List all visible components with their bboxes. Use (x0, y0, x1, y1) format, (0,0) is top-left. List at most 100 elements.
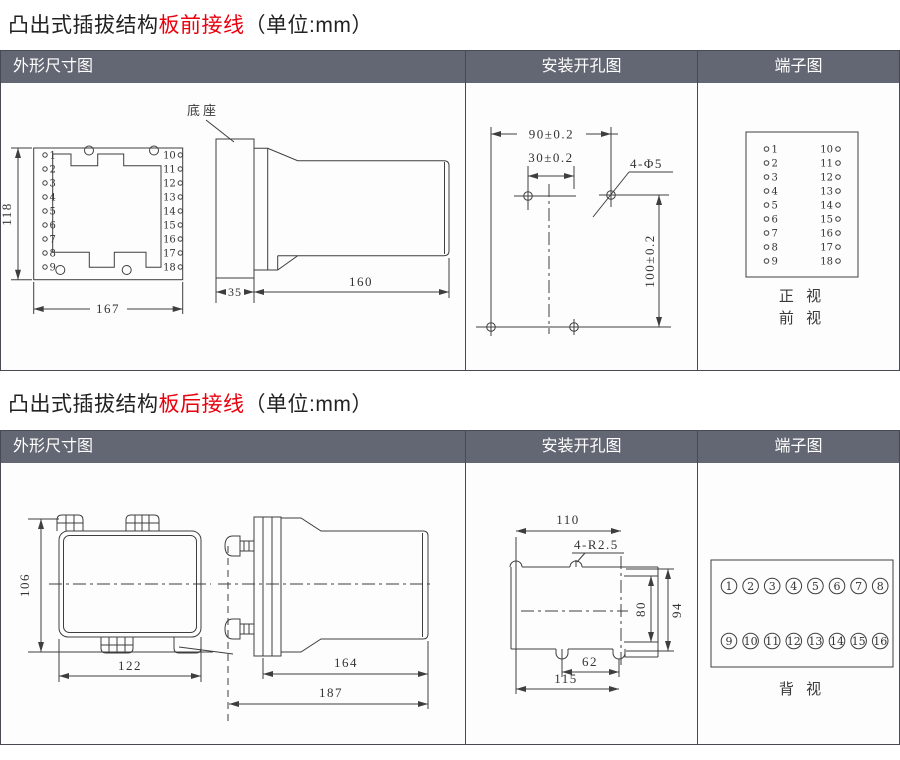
svg-text:115: 115 (554, 671, 578, 686)
svg-text:16: 16 (820, 229, 833, 240)
svg-text:4: 4 (50, 193, 56, 204)
svg-text:7: 7 (772, 229, 778, 240)
svg-text:6: 6 (772, 215, 778, 226)
svg-text:10: 10 (820, 145, 833, 156)
svg-text:3: 3 (50, 179, 56, 190)
svg-text:1: 1 (50, 151, 56, 162)
svg-text:6: 6 (834, 580, 841, 593)
svg-text:14: 14 (820, 201, 833, 212)
caption-rear-view: 背 视 (779, 681, 825, 698)
svg-text:18: 18 (820, 257, 833, 268)
svg-text:14: 14 (830, 635, 844, 648)
svg-text:9: 9 (50, 263, 56, 274)
dim-100: 100±0.2 (642, 195, 662, 327)
title-highlight: 板后接线 (158, 393, 245, 416)
title-highlight: 板前接线 (158, 14, 245, 37)
header-mounting-holes: 安装开孔图 (465, 431, 697, 463)
svg-text:2: 2 (50, 165, 56, 176)
svg-text:4-R2.5: 4-R2.5 (574, 537, 619, 552)
side-view (218, 516, 433, 721)
table2-body: 106 122 (1, 463, 899, 744)
svg-text:3: 3 (772, 173, 778, 184)
svg-text:110: 110 (556, 512, 580, 527)
caption-front-view-2: 前 视 (779, 310, 825, 327)
svg-text:11: 11 (820, 159, 833, 170)
title-suffix: （单位:mm） (244, 393, 373, 416)
svg-text:13: 13 (163, 193, 176, 204)
svg-text:5: 5 (812, 580, 819, 593)
title-suffix: （单位:mm） (244, 14, 373, 37)
dim-80: 80 (624, 575, 658, 643)
hole-callout: 4-R2.5 (572, 537, 624, 563)
svg-text:187: 187 (319, 685, 343, 700)
front-view (49, 514, 234, 655)
svg-text:3: 3 (769, 580, 776, 593)
outline-rear-drawing: 106 122 (17, 514, 433, 721)
dim-164: 164 (262, 641, 429, 709)
svg-text:1: 1 (726, 580, 733, 593)
svg-text:5: 5 (50, 207, 56, 218)
svg-text:16: 16 (873, 635, 887, 648)
svg-text:16: 16 (163, 235, 176, 246)
mounting-rear-drawing: 110 4-R2.5 80 (509, 512, 684, 694)
side-view (215, 138, 450, 279)
header-terminal-diagram: 端子图 (697, 51, 899, 83)
svg-text:7: 7 (855, 580, 862, 593)
svg-text:1: 1 (772, 145, 778, 156)
dim-94: 94 (626, 568, 684, 652)
svg-text:8: 8 (50, 249, 56, 260)
svg-text:15: 15 (852, 635, 866, 648)
svg-text:11: 11 (765, 635, 779, 648)
svg-text:15: 15 (163, 221, 176, 232)
svg-text:4: 4 (772, 187, 778, 198)
svg-text:164: 164 (334, 655, 358, 670)
base-label: 底座 (187, 103, 235, 143)
svg-text:100±0.2: 100±0.2 (642, 234, 657, 287)
svg-text:13: 13 (820, 187, 833, 198)
svg-text:18: 18 (163, 263, 176, 274)
svg-text:12: 12 (787, 635, 801, 648)
dim-35: 35 (215, 278, 255, 303)
dim-122: 122 (58, 639, 202, 682)
cutout-profile (509, 556, 659, 677)
svg-text:122: 122 (118, 658, 142, 673)
svg-text:4: 4 (790, 580, 797, 593)
svg-text:8: 8 (772, 243, 778, 254)
dim-187: 187 (229, 685, 428, 707)
title-prefix: 凸出式插拔结构 (8, 14, 159, 37)
dim-118: 118 (1, 147, 32, 281)
panel-outline-rear: 106 122 (1, 463, 465, 744)
svg-text:13: 13 (808, 635, 822, 648)
mounting-front-drawing: 90±0.2 30±0.2 (476, 127, 673, 336)
dim-90: 90±0.2 (491, 127, 618, 142)
svg-text:35: 35 (228, 285, 242, 299)
svg-text:12: 12 (820, 173, 833, 184)
dim-160: 160 (254, 258, 450, 298)
svg-text:9: 9 (772, 257, 778, 268)
table1-header: 外形尺寸图 安装开孔图 端子图 (1, 51, 899, 83)
svg-text:8: 8 (877, 580, 884, 593)
header-outline-dimension: 外形尺寸图 (13, 58, 94, 75)
svg-text:14: 14 (163, 207, 176, 218)
panel-mounting-rear: 110 4-R2.5 80 (465, 463, 697, 744)
table2-header: 外形尺寸图 安装开孔图 端子图 (1, 431, 899, 463)
header-outline-dimension: 外形尺寸图 (13, 438, 94, 455)
dim-62: 62 (562, 654, 619, 675)
svg-text:4-Φ5: 4-Φ5 (630, 156, 663, 171)
svg-text:11: 11 (163, 165, 176, 176)
section1-title: 凸出式插拔结构板前接线（单位:mm） (8, 9, 373, 39)
svg-text:160: 160 (349, 274, 373, 289)
